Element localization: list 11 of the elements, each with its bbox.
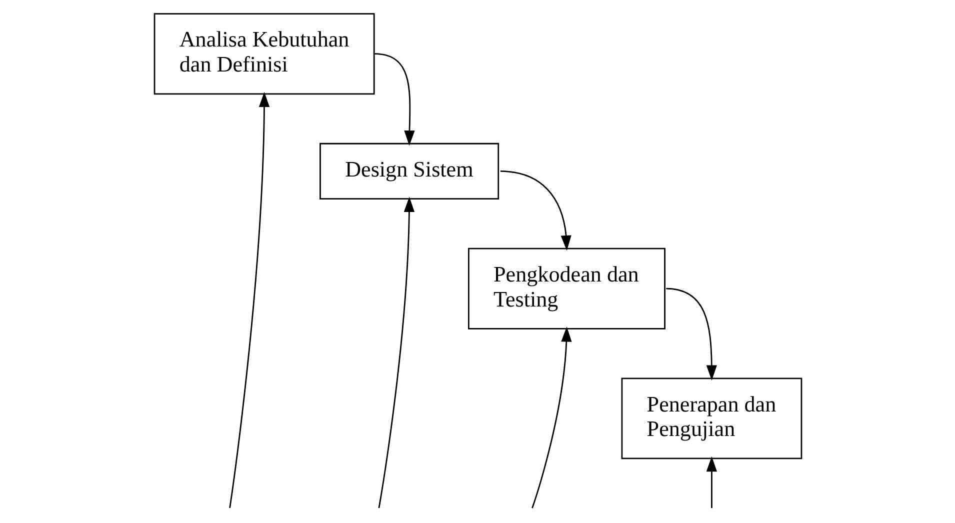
node-box: Pengkodean dan Testing xyxy=(468,248,665,330)
node-box: Penerapan dan Pengujian xyxy=(620,378,802,460)
node-box: Analisa Kebutuhan dan Definisi xyxy=(153,13,374,95)
arrow xyxy=(706,456,717,508)
arrow xyxy=(666,288,716,380)
arrow xyxy=(374,53,414,146)
arrow xyxy=(531,326,572,508)
arrow xyxy=(500,170,571,251)
arrow xyxy=(378,196,414,508)
arrow xyxy=(228,92,270,508)
node-box: Design Sistem xyxy=(319,142,499,200)
